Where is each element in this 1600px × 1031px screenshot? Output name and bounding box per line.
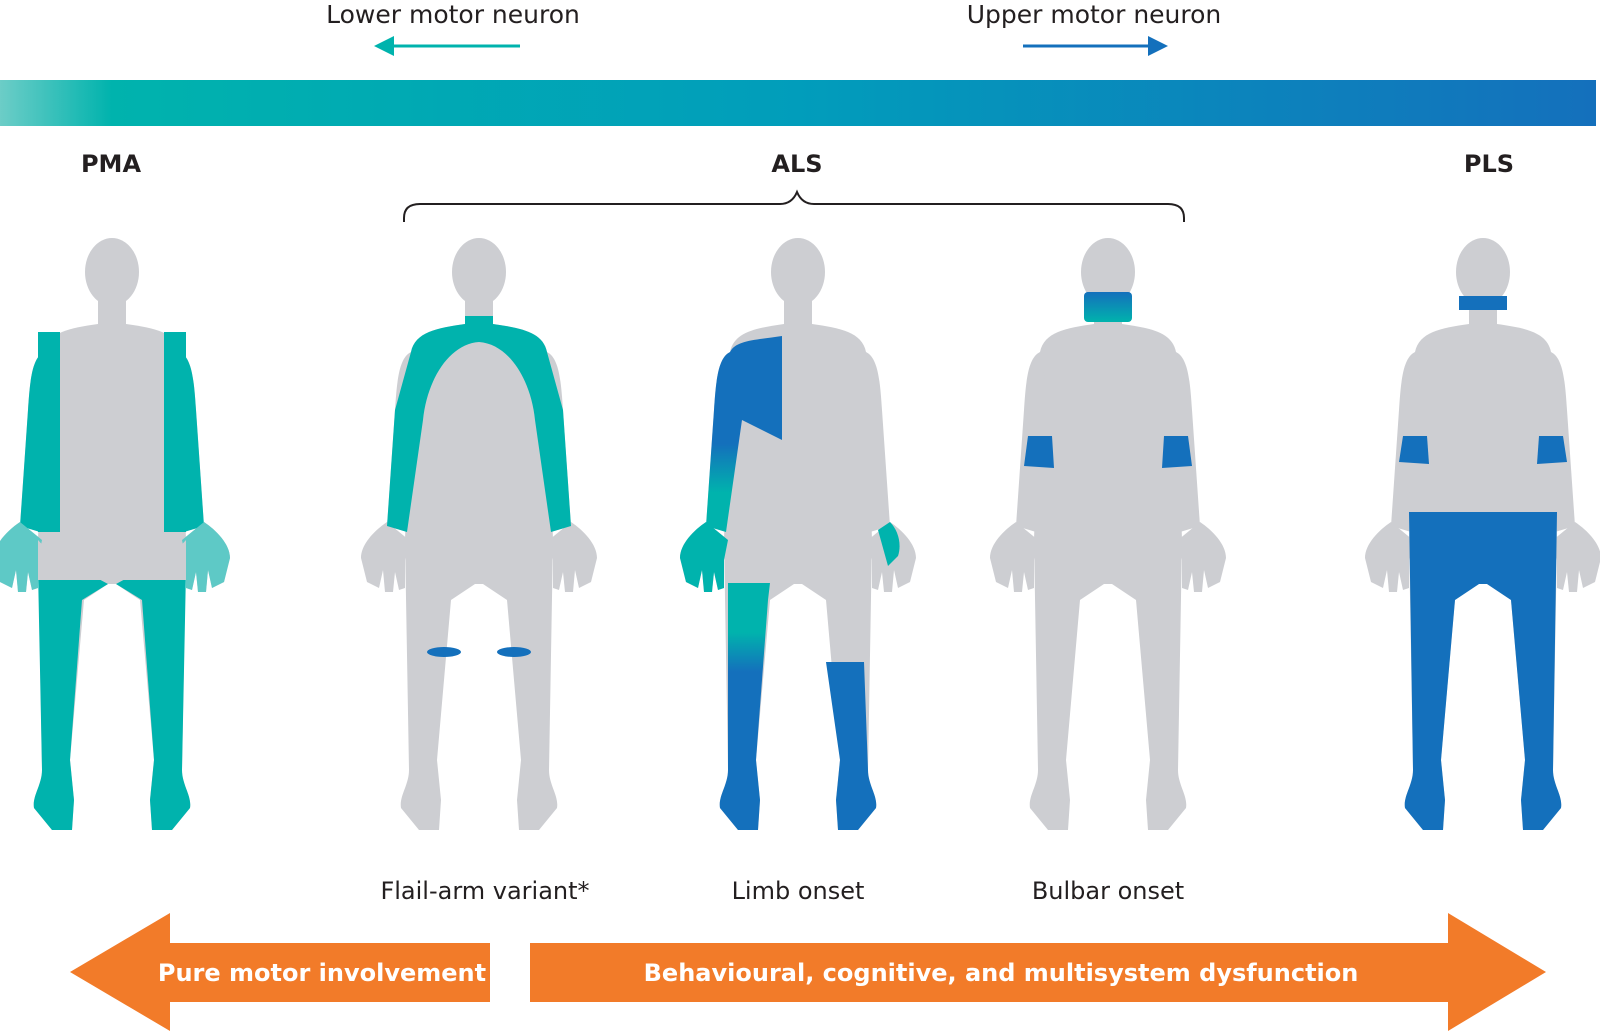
figure-pma — [0, 238, 230, 830]
lower-motor-neuron-label: Lower motor neuron — [326, 0, 580, 29]
figure-limb-onset — [680, 238, 916, 830]
category-pma: PMA — [81, 150, 141, 178]
category-pls: PLS — [1464, 150, 1514, 178]
figure-flail-arm — [361, 238, 597, 830]
variant-flail-arm-label: Flail-arm variant* — [380, 877, 589, 905]
variant-bulbar-onset-label: Bulbar onset — [1032, 877, 1184, 905]
arrow-right-icon — [1023, 36, 1168, 56]
figure-bulbar-onset — [990, 238, 1226, 830]
multisystem-arrow — [530, 913, 1546, 1031]
variant-limb-onset-label: Limb onset — [732, 877, 865, 905]
upper-motor-neuron-label: Upper motor neuron — [967, 0, 1222, 29]
category-als: ALS — [771, 150, 822, 178]
arrow-left-icon — [374, 36, 520, 56]
motor-neuron-gradient-bar — [0, 80, 1596, 126]
multisystem-label: Behavioural, cognitive, and multisystem … — [644, 959, 1359, 987]
pure-motor-label: Pure motor involvement — [158, 959, 486, 987]
figure-pls — [1365, 238, 1600, 830]
als-brace — [403, 189, 1185, 222]
pure-motor-arrow — [70, 913, 490, 1031]
